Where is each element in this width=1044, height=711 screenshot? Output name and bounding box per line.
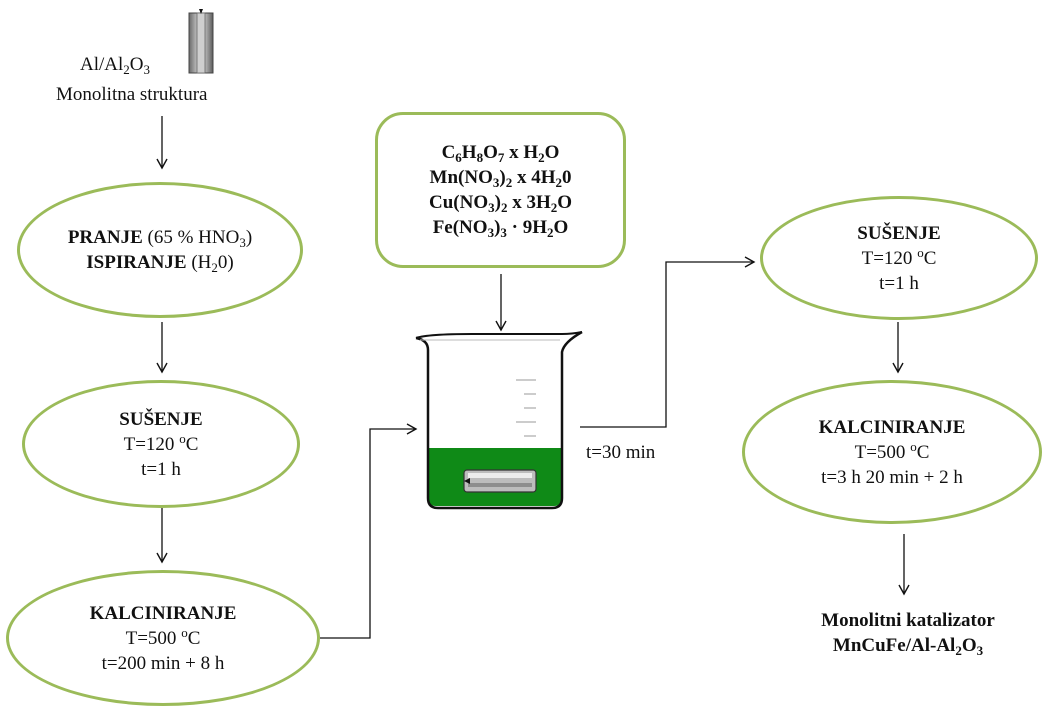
- drying-title-right: SUŠENJE: [857, 222, 941, 244]
- calcination-time-right: t=3 h 20 min + 2 h: [821, 466, 963, 488]
- drying-title: SUŠENJE: [119, 408, 203, 430]
- drying-step-ellipse-right: SUŠENJE T=120 oC t=1 h: [760, 196, 1038, 320]
- monolith-structure-icon: [188, 9, 214, 74]
- reagent-copper-nitrate: Cu(NO3)2 x 3H2O: [428, 192, 572, 215]
- reagents-box: C6H8O7 x H2O Mn(NO3)2 x 4H20 Cu(NO3)2 x …: [375, 112, 626, 268]
- structure-label: Monolitna struktura: [56, 84, 208, 105]
- result-formula: MnCuFe/Al-Al2O3: [832, 635, 984, 658]
- result-block: Monolitni katalizator MnCuFe/Al-Al2O3: [776, 608, 1040, 658]
- washing-line: PRANJE (65 % HNO3): [67, 227, 253, 250]
- beaker-icon: [415, 330, 583, 510]
- washing-step-ellipse: PRANJE (65 % HNO3) ISPIRANJE (H20): [17, 182, 303, 318]
- support-label: Al/Al2O3: [80, 54, 151, 77]
- drying-temperature: T=120 oC: [123, 430, 199, 455]
- drying-temperature-right: T=120 oC: [861, 244, 937, 269]
- calcination-temperature-right: T=500 oC: [854, 438, 930, 463]
- reagent-manganese-nitrate: Mn(NO3)2 x 4H20: [429, 167, 572, 190]
- drying-step-ellipse: SUŠENJE T=120 oC t=1 h: [22, 380, 300, 508]
- arrow-calcination-to-beaker: [320, 423, 418, 639]
- calcination-time: t=200 min + 8 h: [101, 652, 225, 674]
- rinsing-line: ISPIRANJE (H20): [86, 252, 234, 275]
- mixing-time-label: t=30 min: [586, 442, 656, 463]
- calcination-title-right: KALCINIRANJE: [818, 416, 966, 438]
- drying-time-right: t=1 h: [879, 272, 919, 294]
- drying-time: t=1 h: [141, 458, 181, 480]
- result-title: Monolitni katalizator: [821, 610, 995, 631]
- calcination-temperature: T=500 oC: [125, 624, 201, 649]
- reagent-iron-nitrate: Fe(NO3)3 · 9H2O: [432, 217, 569, 240]
- calcination-title: KALCINIRANJE: [89, 602, 237, 624]
- reagent-citric-acid: C6H8O7 x H2O: [441, 142, 560, 165]
- calcination-step-ellipse-right: KALCINIRANJE T=500 oC t=3 h 20 min + 2 h: [742, 380, 1042, 524]
- arrow-beaker-to-drying: [580, 256, 756, 428]
- calcination-step-ellipse: KALCINIRANJE T=500 oC t=200 min + 8 h: [6, 570, 320, 706]
